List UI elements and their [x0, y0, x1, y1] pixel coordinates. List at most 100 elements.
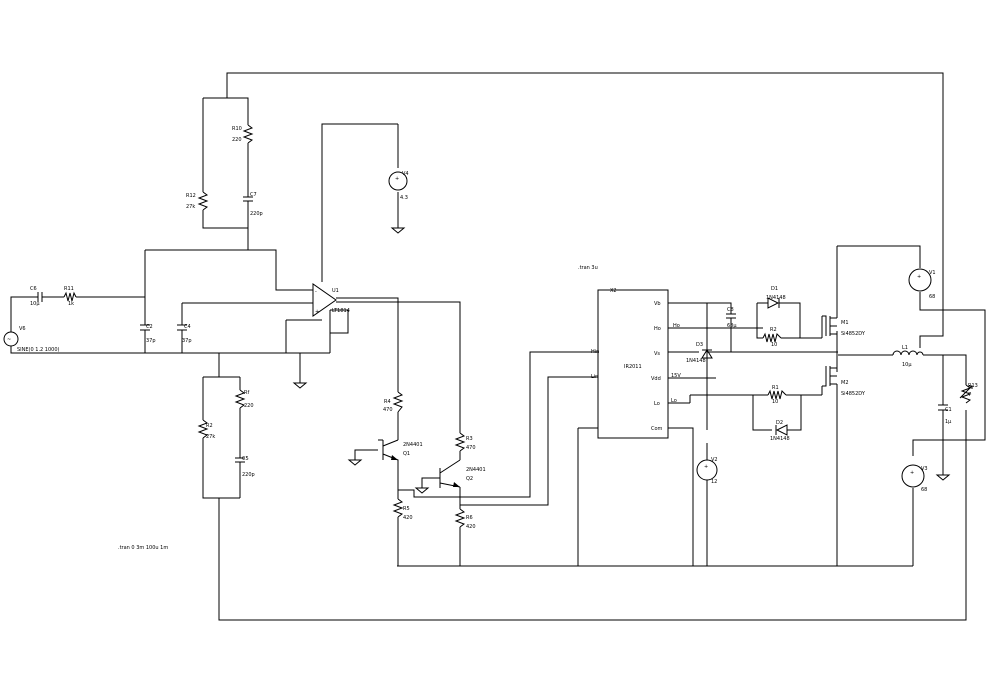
value-label: 10: [772, 399, 778, 405]
net-label: Lo: [671, 398, 677, 404]
spice-directive: .tran 0 3m 100u 1m: [118, 545, 168, 551]
driver-ic-x2: [597, 289, 669, 439]
value-label: 68: [921, 487, 927, 493]
value-label: 10µ: [30, 301, 40, 307]
ref-label: D1: [771, 286, 778, 292]
value-label: 470: [383, 407, 393, 413]
capacitor-c2: [140, 324, 150, 331]
ref-label: R2: [206, 423, 213, 429]
svg-text:+: +: [917, 274, 921, 280]
resistor-r2-gate: [762, 332, 782, 343]
value-label: 37p: [146, 338, 156, 344]
ref-label: Rf: [244, 390, 249, 396]
value-label: 27k: [186, 204, 195, 210]
resistor-r12: [197, 191, 209, 211]
inductor-l1-icon: [892, 350, 924, 356]
value-label: 12: [711, 479, 717, 485]
ref-label: X2: [610, 288, 617, 294]
value-label: 27k: [206, 434, 215, 440]
ref-label: R11: [64, 286, 74, 292]
ref-label: M1: [841, 320, 849, 326]
ground-symbols: [292, 227, 951, 494]
source-v2-icon: [696, 459, 718, 481]
value-label: 1N4148: [770, 436, 790, 442]
resistor-rf: [234, 389, 246, 409]
ref-label: R2: [770, 327, 777, 333]
resistor-r5: [392, 498, 404, 518]
diode-d1-icon: [767, 297, 780, 309]
mosfet-m2: [822, 366, 838, 393]
ref-label: C4: [184, 324, 191, 330]
ref-label: C1: [945, 407, 952, 413]
resistor-r10: [242, 124, 254, 144]
net-label: Ho: [673, 323, 680, 329]
value-label: Si4852DY: [841, 391, 866, 397]
diode-d3-icon: [701, 349, 713, 359]
ref-label: D2: [776, 420, 783, 426]
value-label: 220p: [242, 472, 255, 478]
value-label: 68: [929, 294, 935, 300]
ref-label: R10: [232, 126, 242, 132]
value-label: 420: [466, 524, 476, 530]
source-v6-icon: [3, 331, 19, 347]
value-label: 1N4148: [766, 295, 786, 301]
pin-label: Lin: [591, 374, 598, 380]
ref-label: V6: [19, 326, 26, 332]
capacitor-c5: [235, 457, 245, 466]
ref-label: C8: [727, 307, 734, 313]
value-label: SINE(0 1.2 1000): [17, 347, 60, 353]
ground-icon: [414, 487, 430, 494]
svg-text:+: +: [315, 309, 319, 315]
ref-label: C5: [242, 456, 249, 462]
value-label: 220p: [250, 211, 263, 217]
capacitor-c8: [726, 313, 736, 319]
svg-text:-: -: [315, 289, 317, 295]
pin-label: Vdd: [651, 376, 661, 382]
ref-label: R3: [466, 436, 473, 442]
svg-text:~: ~: [7, 337, 11, 343]
resistor-r11: [63, 291, 77, 302]
ref-label: C6: [30, 286, 37, 292]
diode-d2-icon: [775, 424, 788, 436]
ref-label: R13: [968, 383, 978, 389]
value-label: 1µ: [945, 419, 952, 425]
pin-label: Com: [651, 426, 663, 432]
value-label: 10µ: [902, 362, 912, 368]
ref-label: M2: [841, 380, 849, 386]
ground-icon: [347, 459, 363, 466]
ref-label: R1: [772, 385, 779, 391]
pin-label: Ho: [654, 326, 661, 332]
resistor-r2: [197, 419, 209, 439]
value-label: 1k: [68, 301, 74, 307]
ref-label: C2: [146, 324, 153, 330]
ref-label: R12: [186, 193, 196, 199]
ref-label: U1: [332, 288, 339, 294]
value-label: 1N4148: [686, 358, 706, 364]
source-v4-icon: [388, 171, 408, 191]
capacitor-c7: [243, 196, 253, 205]
diodes: [701, 297, 788, 436]
value-label: 10: [771, 342, 777, 348]
value-label: 470: [466, 445, 476, 451]
value-label: 2N4401: [466, 467, 486, 473]
mosfet-m1: [822, 313, 838, 336]
value-label: 7: [968, 392, 971, 398]
pin-label: Lo: [654, 401, 660, 407]
value-label: 2N4401: [403, 442, 423, 448]
ground-icon: [390, 227, 406, 234]
capacitors: [37, 196, 948, 466]
arrow-icon: [959, 385, 973, 399]
value-label: 220: [244, 403, 254, 409]
spice-directive: .tran 3u: [578, 265, 598, 271]
ref-label: V2: [711, 457, 718, 463]
svg-text:+: +: [704, 464, 708, 470]
value-label: Si4852DY: [841, 331, 866, 337]
ref-label: L1: [902, 345, 908, 351]
svg-text:+: +: [395, 176, 399, 182]
ref-label: R6: [466, 515, 473, 521]
value-label: 220: [232, 137, 242, 143]
capacitor-c6: [37, 292, 43, 302]
ref-label: D3: [696, 342, 703, 348]
value-label: 4.3: [400, 195, 408, 201]
